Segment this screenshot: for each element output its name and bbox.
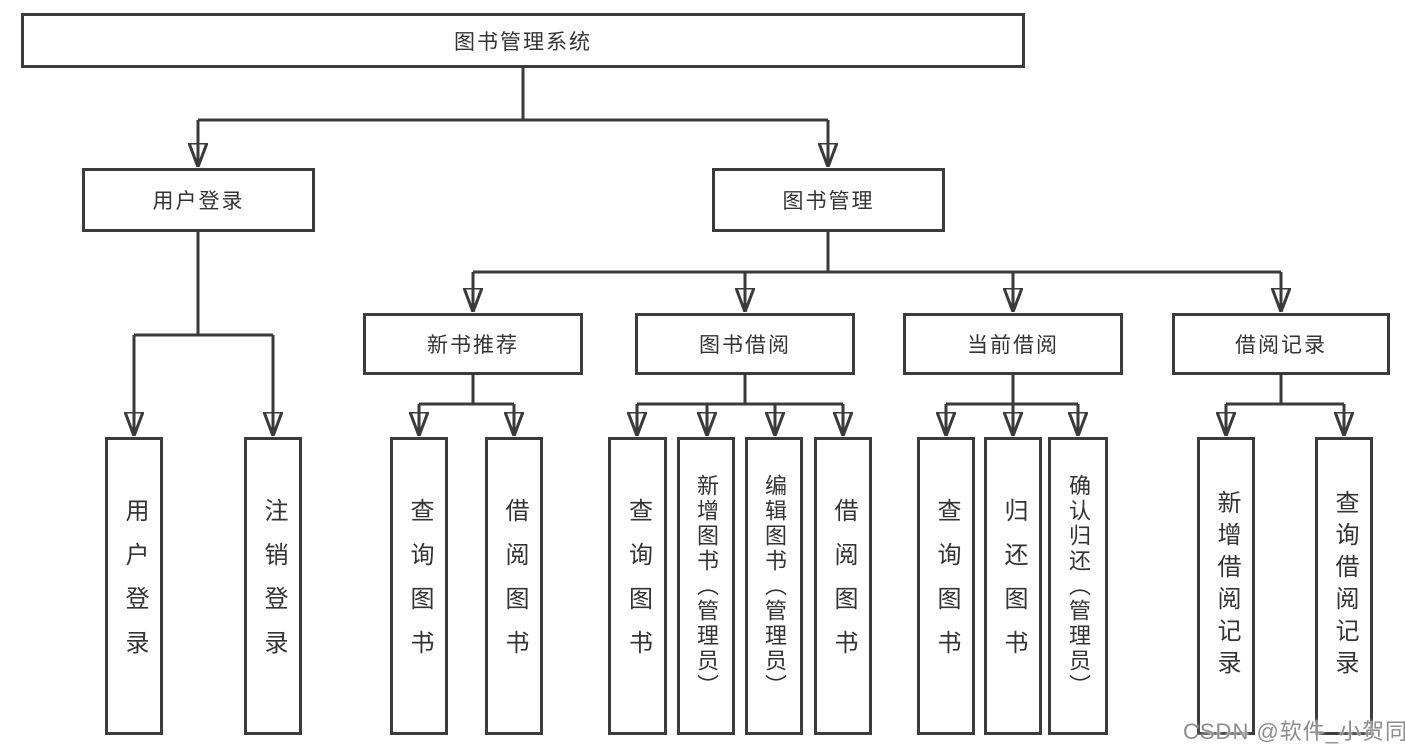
leaf-br-add-record: 新增借阅记录 xyxy=(1197,437,1255,735)
leaf-cb-confirm-return-admin: 确认归还（管理员） xyxy=(1048,437,1108,735)
node-user-login-label: 用户登录 xyxy=(152,190,245,213)
leaf-cb-return-books-label: 归还图书 xyxy=(1000,498,1027,674)
connector-root xyxy=(198,68,828,122)
leaf-br-query-record: 查询借阅记录 xyxy=(1315,437,1373,735)
leaf-nb-borrow-books-label: 借阅图书 xyxy=(501,498,528,674)
leaf-br-query-record-label: 查询借阅记录 xyxy=(1331,490,1358,682)
leaf-bb-edit-books-admin: 编辑图书（管理员） xyxy=(745,437,803,735)
leaf-user-login: 用户登录 xyxy=(105,437,163,735)
watermark: CSDN @软件_小贺同学 xyxy=(1183,719,1405,744)
node-new-book-rec-label: 新书推荐 xyxy=(427,334,519,357)
leaf-logout: 注销登录 xyxy=(244,437,302,735)
leaf-bb-query-books-label: 查询图书 xyxy=(624,498,652,674)
node-root-label: 图书管理系统 xyxy=(454,30,592,54)
node-user-login: 用户登录 xyxy=(82,168,315,232)
connector-book-borrow xyxy=(637,375,843,406)
node-current-borrow-label: 当前借阅 xyxy=(967,334,1059,357)
leaf-bb-edit-books-admin-label: 编辑图书（管理员） xyxy=(762,473,787,699)
leaf-cb-query-books: 查询图书 xyxy=(917,437,975,735)
node-root: 图书管理系统 xyxy=(21,13,1025,68)
connector-new-book-rec xyxy=(419,375,514,406)
leaf-cb-query-books-label: 查询图书 xyxy=(933,498,960,674)
leaf-nb-query-books: 查询图书 xyxy=(390,437,448,735)
leaf-nb-query-books-label: 查询图书 xyxy=(406,498,433,674)
connector-current-borrow xyxy=(946,375,1078,406)
node-book-borrow-label: 图书借阅 xyxy=(699,334,791,357)
leaf-br-add-record-label: 新增借阅记录 xyxy=(1213,490,1240,682)
leaf-bb-query-books: 查询图书 xyxy=(608,437,667,735)
node-book-borrow: 图书借阅 xyxy=(635,313,855,375)
leaf-bb-borrow-books-label: 借阅图书 xyxy=(830,498,857,674)
node-borrow-records-label: 借阅记录 xyxy=(1235,334,1327,357)
connector-user-login xyxy=(134,232,273,337)
connector-borrow-records xyxy=(1226,375,1344,406)
leaf-user-login-label: 用户登录 xyxy=(121,498,148,674)
leaf-bb-borrow-books: 借阅图书 xyxy=(814,437,872,735)
node-borrow-records: 借阅记录 xyxy=(1172,313,1390,375)
node-new-book-rec: 新书推荐 xyxy=(363,313,583,375)
leaf-logout-label: 注销登录 xyxy=(260,498,287,674)
connector-book-mgmt xyxy=(473,232,1281,274)
node-book-mgmt-label: 图书管理 xyxy=(782,190,875,213)
leaf-bb-add-books-admin: 新增图书（管理员） xyxy=(677,437,735,735)
leaf-cb-return-books: 归还图书 xyxy=(984,437,1042,735)
leaf-bb-add-books-admin-label: 新增图书（管理员） xyxy=(694,473,719,699)
node-current-borrow: 当前借阅 xyxy=(903,313,1123,375)
leaf-cb-confirm-return-admin-label: 确认归还（管理员） xyxy=(1066,473,1091,699)
node-book-mgmt: 图书管理 xyxy=(712,168,945,232)
leaf-nb-borrow-books: 借阅图书 xyxy=(485,437,543,735)
